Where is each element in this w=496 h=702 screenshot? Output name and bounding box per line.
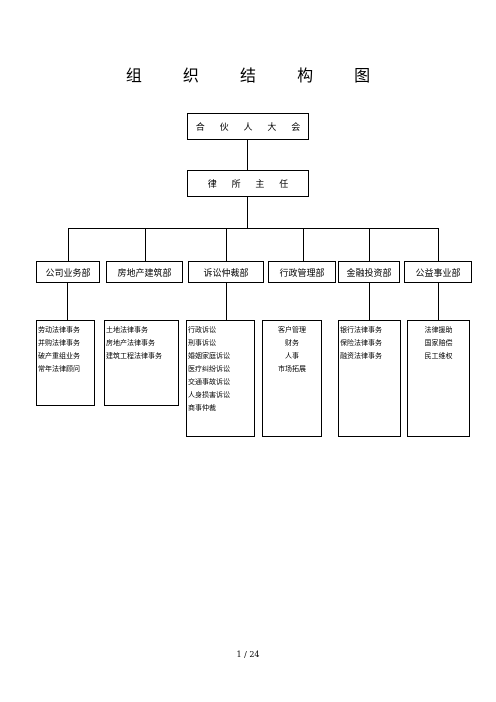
dept-administration: 行政管理部	[268, 261, 336, 283]
list-item: 交通事故诉讼	[188, 378, 230, 386]
list-item: 财务	[285, 339, 299, 347]
director-box: 律 所 主 任	[187, 170, 309, 197]
list-item: 医疗纠纷诉讼	[188, 365, 230, 373]
connector-line	[226, 228, 227, 261]
list-item: 建筑工程法律事务	[106, 352, 162, 360]
dept-litigation: 诉讼仲裁部	[188, 261, 264, 283]
dept-public-welfare: 公益事业部	[404, 261, 472, 283]
list-item: 法律援助	[424, 326, 453, 334]
connector-line	[303, 228, 304, 261]
list-item: 人事	[285, 352, 299, 360]
list-item: 银行法律事务	[340, 326, 382, 334]
list-item: 土地法律事务	[106, 326, 148, 334]
connector-line	[369, 283, 370, 320]
list-item: 并购法律事务	[38, 339, 80, 347]
connector-line	[369, 228, 370, 261]
dept-real-estate: 房地产建筑部	[106, 261, 183, 283]
page-number: 1 / 24	[236, 650, 260, 659]
list-item: 破产重组业务	[38, 352, 80, 360]
connector-line	[67, 283, 68, 320]
connector-line	[68, 228, 69, 261]
list-item: 行政诉讼	[188, 326, 216, 334]
list-item: 常年法律顾问	[38, 365, 80, 373]
list-item: 劳动法律事务	[38, 326, 80, 334]
dept-finance-investment: 金融投资部	[338, 261, 400, 283]
connector-line	[247, 140, 248, 170]
list-item: 民工维权	[424, 352, 453, 360]
list-real-estate: 土地法律事务 房地产法律事务 建筑工程法律事务	[104, 320, 179, 406]
chart-title: 组 织 结 构 图	[125, 66, 389, 85]
list-administration: 客户管理 财务 人事 市场拓展	[262, 320, 322, 437]
list-item: 国家赔偿	[424, 339, 453, 347]
list-litigation: 行政诉讼 刑事诉讼 婚姻家庭诉讼 医疗纠纷诉讼 交通事故诉讼 人身损害诉讼 商事…	[186, 320, 255, 437]
connector-line	[247, 197, 248, 229]
connector-line	[68, 228, 438, 229]
list-item: 房地产法律事务	[106, 339, 155, 347]
connector-line	[226, 283, 227, 320]
list-item: 客户管理	[278, 326, 306, 334]
list-item: 保险法律事务	[340, 339, 382, 347]
connector-line	[145, 228, 146, 261]
list-finance-investment: 银行法律事务 保险法律事务 融资法律事务	[338, 320, 401, 437]
connector-line	[438, 283, 439, 320]
dept-company-business: 公司业务部	[36, 261, 100, 283]
connector-line	[438, 228, 439, 261]
list-item: 刑事诉讼	[188, 339, 216, 347]
list-item: 融资法律事务	[340, 352, 382, 360]
list-item: 人身损害诉讼	[188, 391, 230, 399]
list-item: 市场拓展	[278, 365, 306, 373]
list-company-business: 劳动法律事务 并购法律事务 破产重组业务 常年法律顾问	[36, 320, 95, 406]
list-item: 婚姻家庭诉讼	[188, 352, 230, 360]
list-public-welfare: 法律援助 国家赔偿 民工维权	[407, 320, 470, 437]
partners-meeting-box: 合 伙 人 大 会	[187, 113, 309, 140]
list-item: 商事仲裁	[188, 404, 216, 412]
